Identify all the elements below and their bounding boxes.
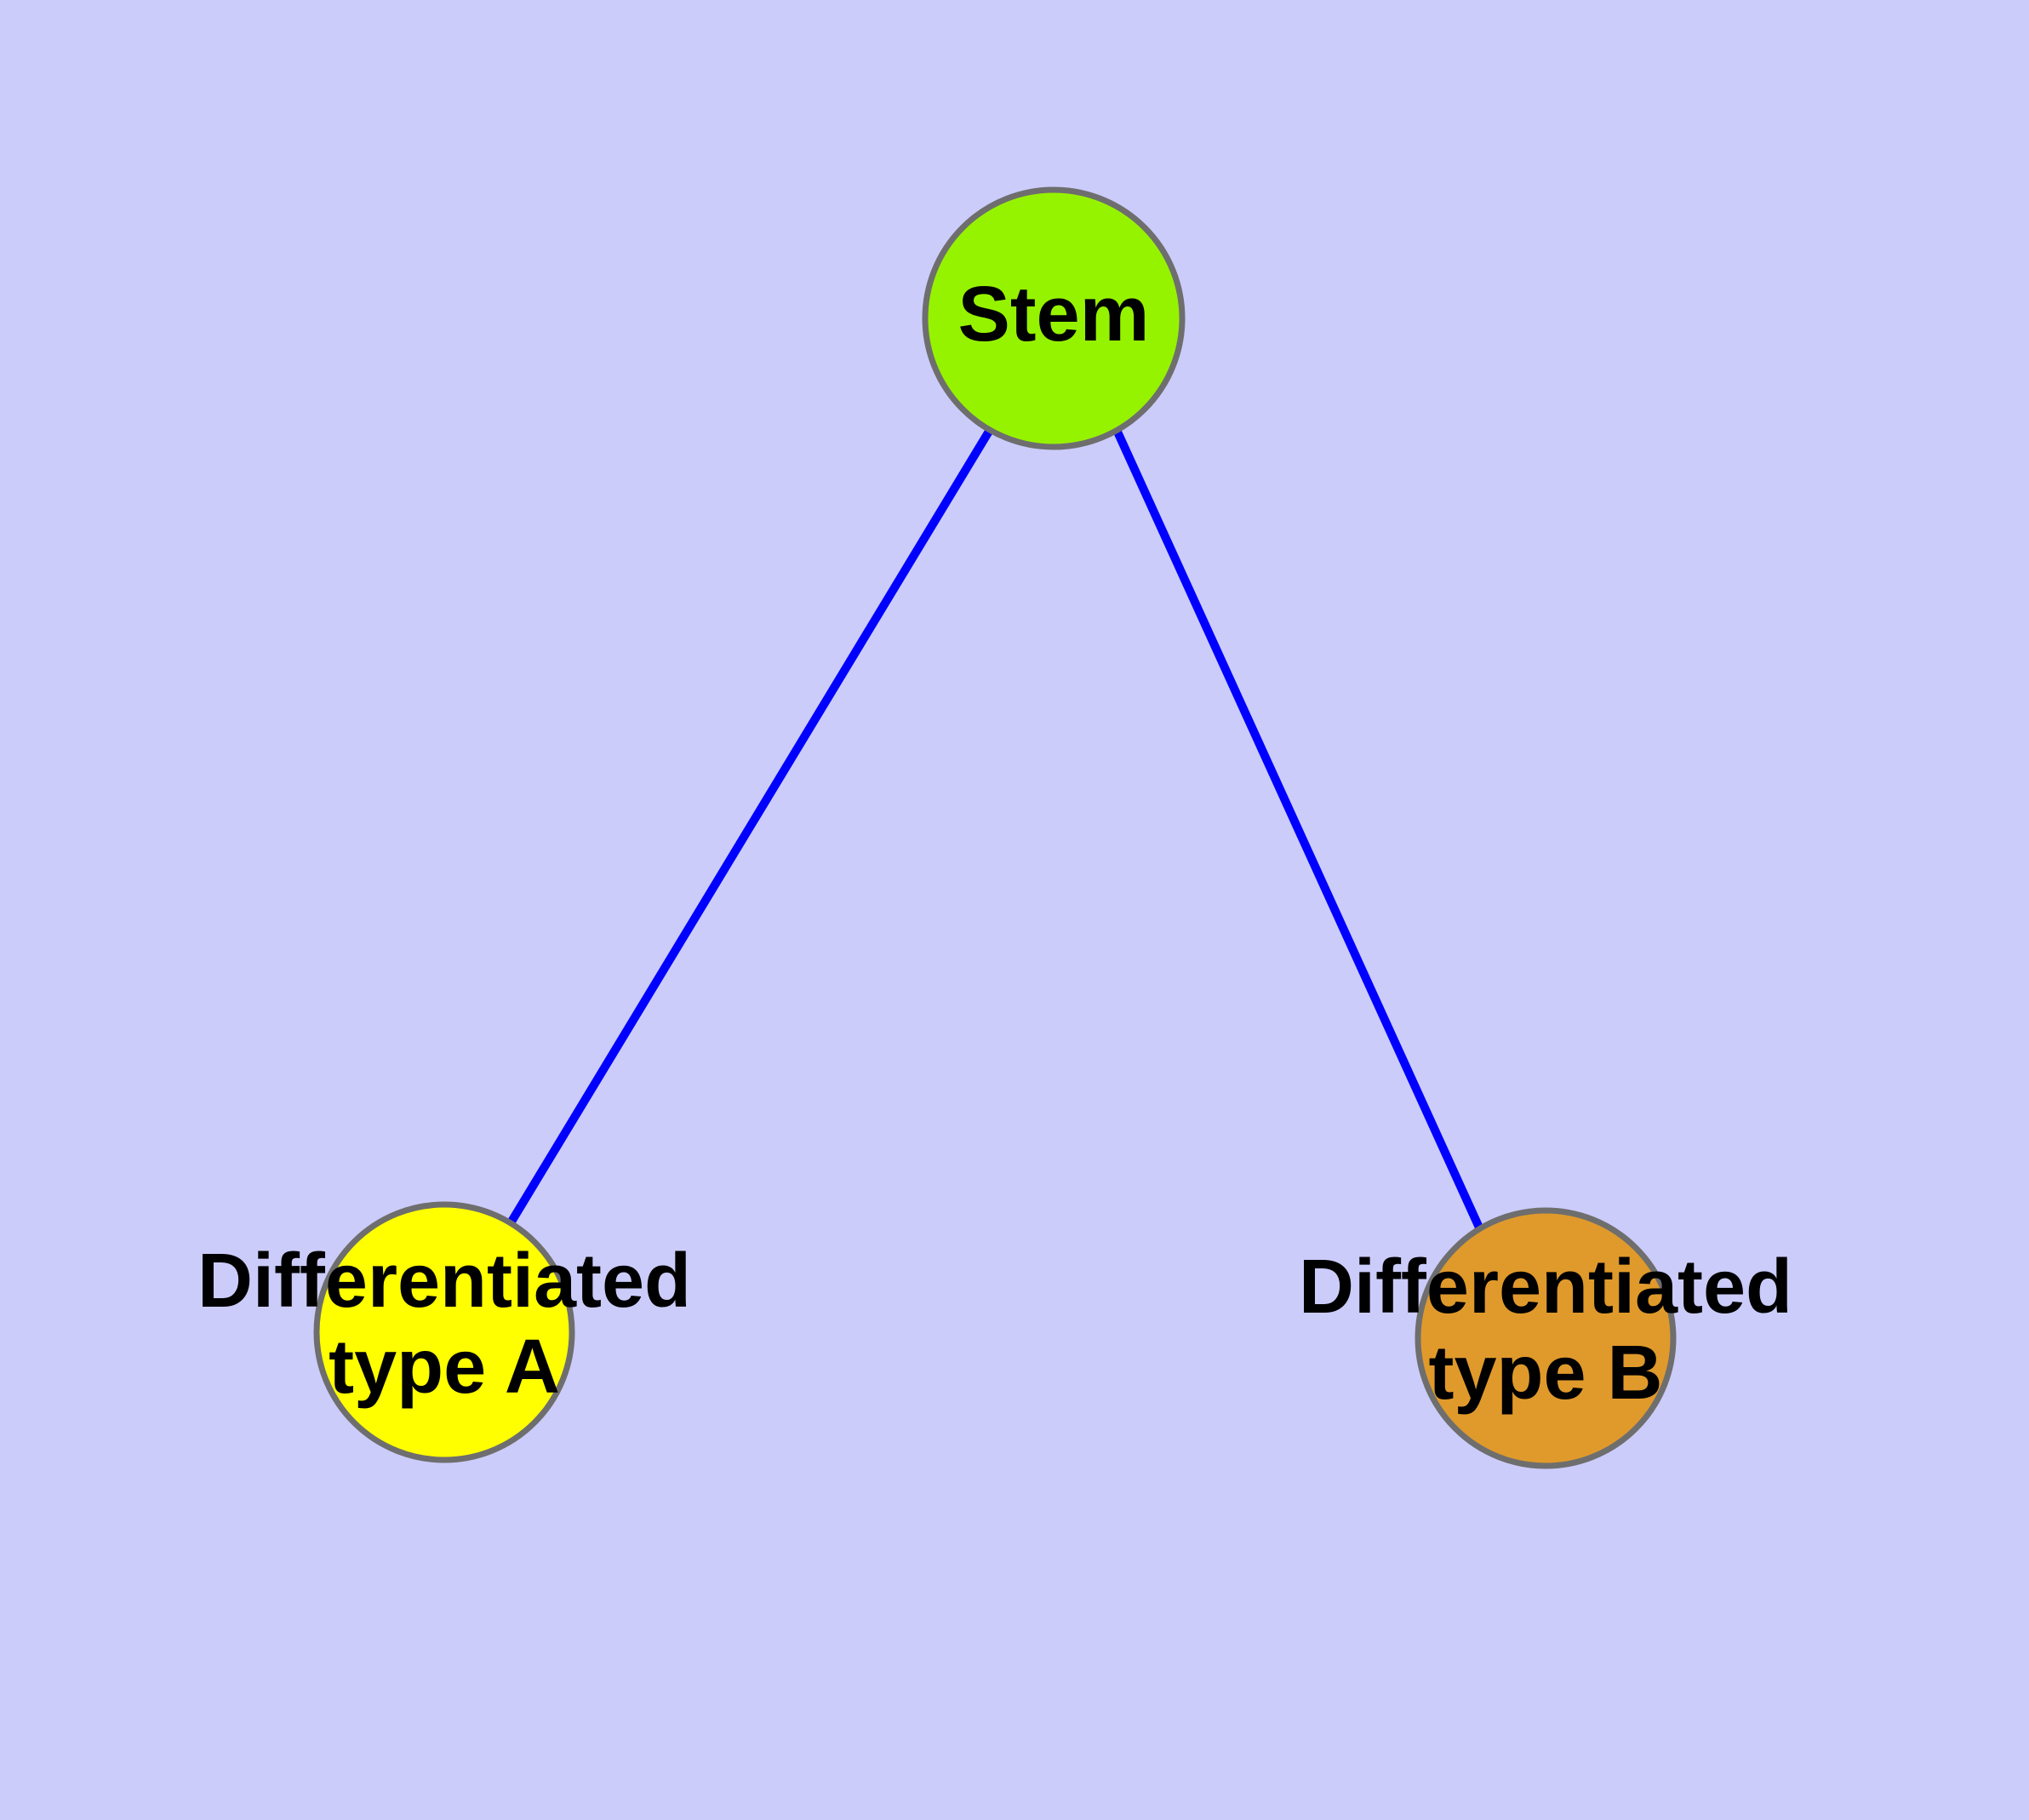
node-differentiated-type-a[interactable] (313, 1201, 575, 1463)
edge-group (507, 427, 1483, 1230)
edge-stem-to-type-a (507, 427, 994, 1224)
edge-stem-to-type-b (1112, 427, 1483, 1230)
node-differentiated-type-b[interactable] (1415, 1207, 1677, 1469)
node-stem[interactable] (922, 186, 1186, 450)
node-group (313, 186, 1677, 1469)
